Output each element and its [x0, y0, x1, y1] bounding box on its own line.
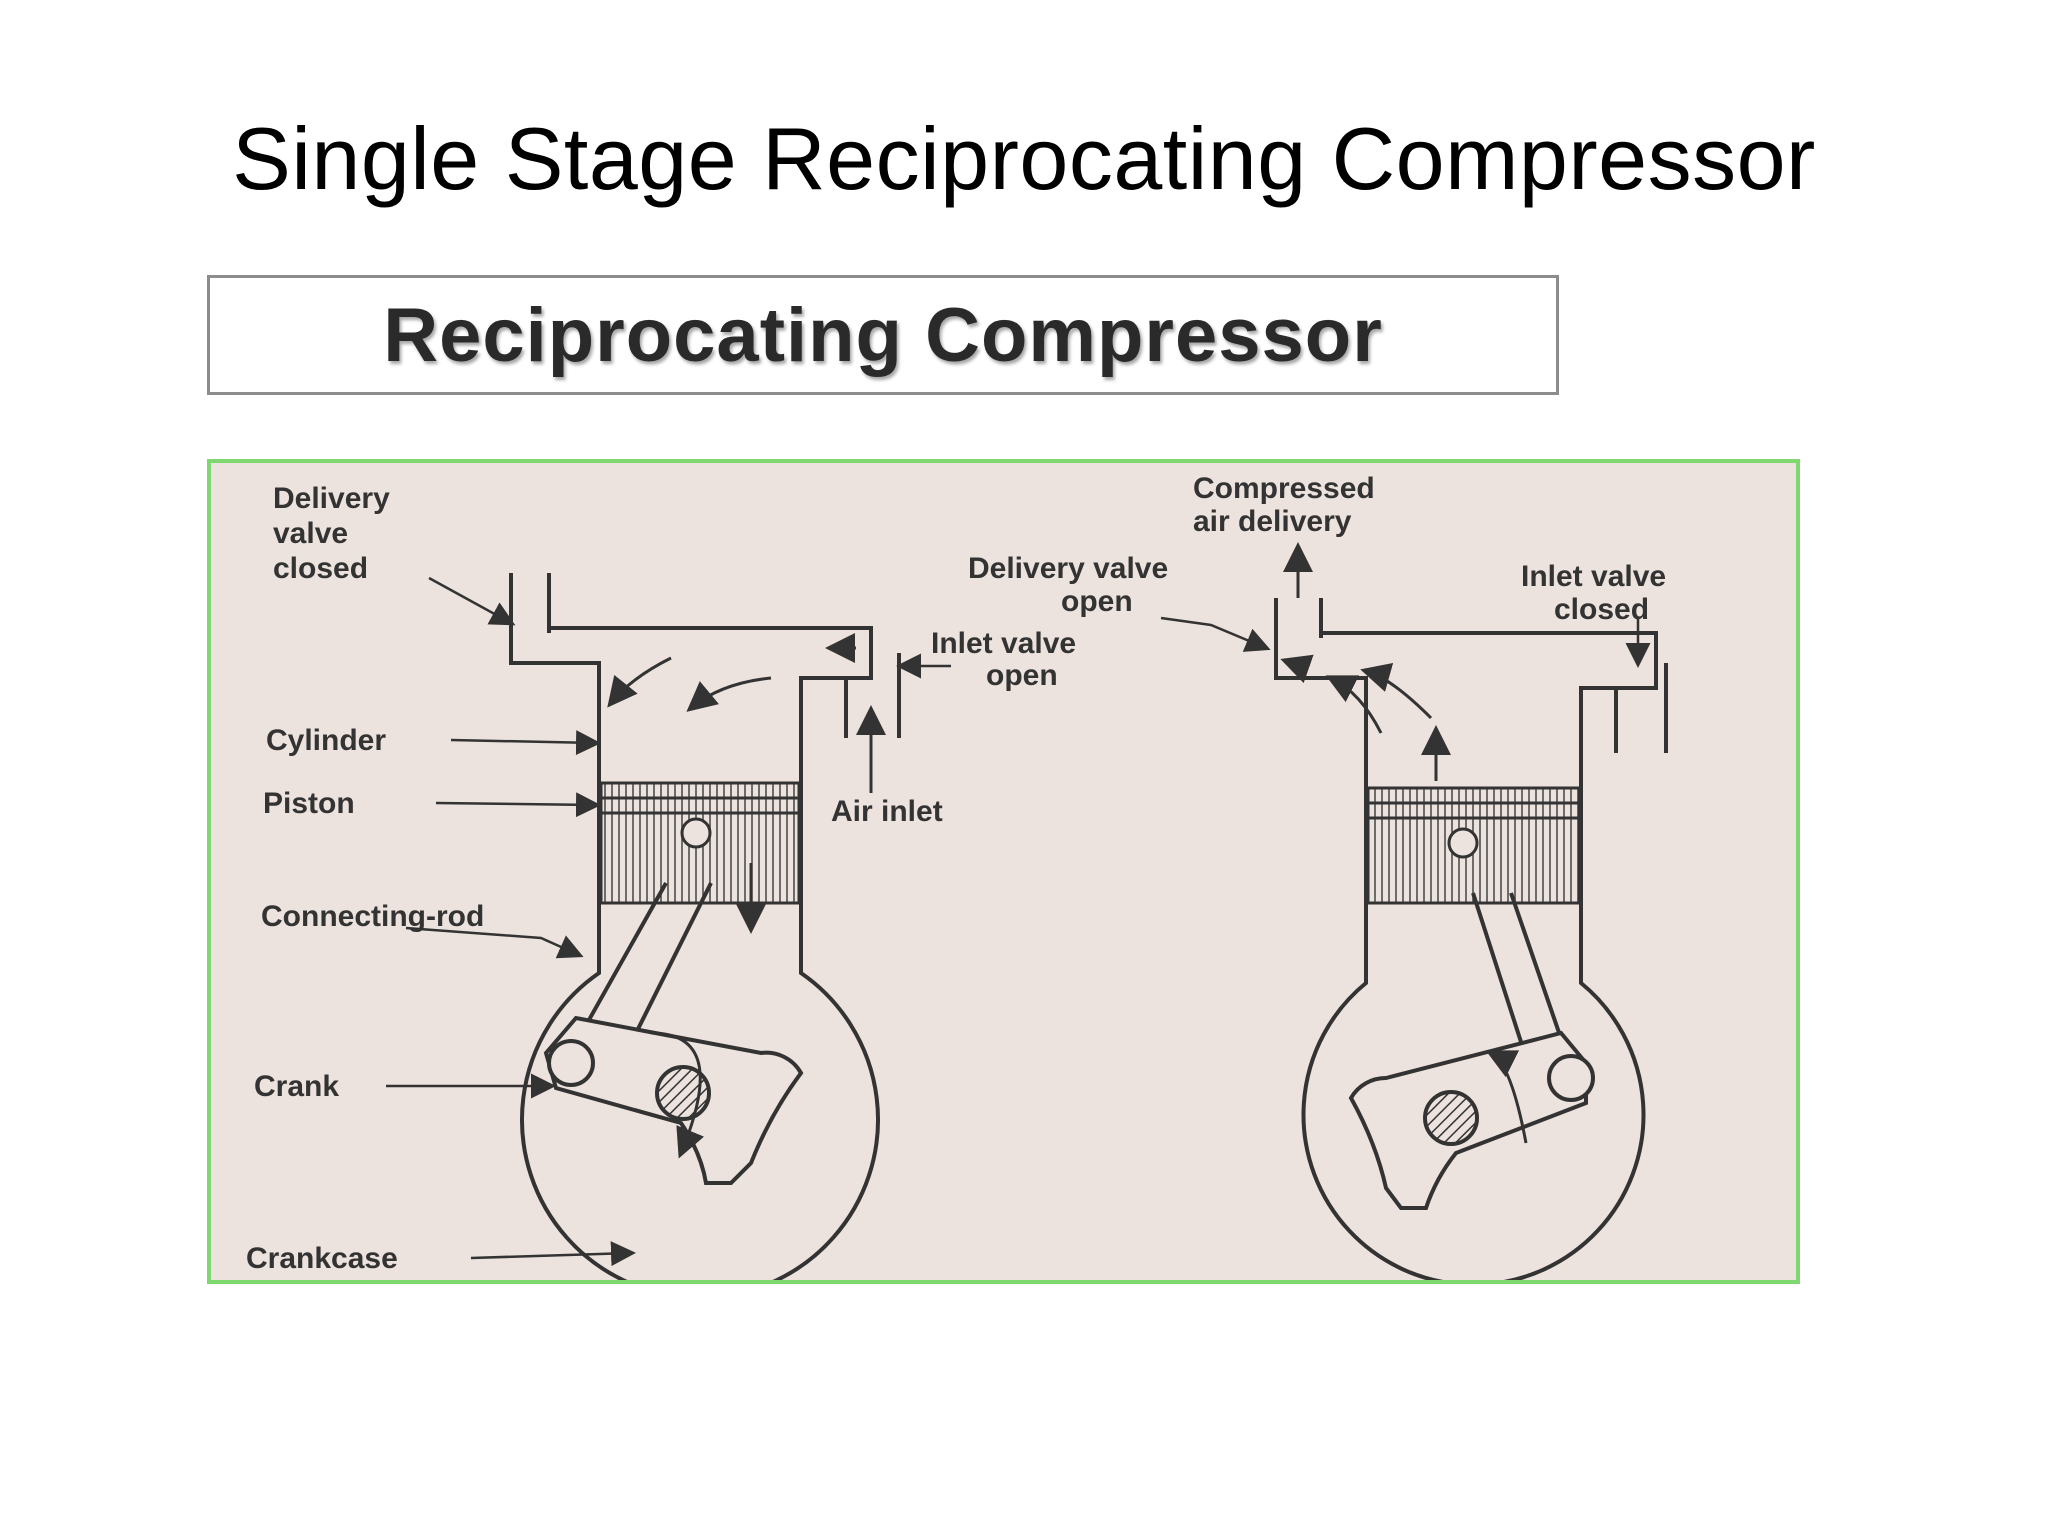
- slide-title: Single Stage Reciprocating Compressor: [232, 109, 1816, 208]
- left-crank: [543, 1015, 804, 1185]
- label-inlet-valve-open-2: open: [986, 659, 1058, 692]
- label-inlet-valve-closed-2: closed: [1554, 593, 1649, 626]
- label-crankcase: Crankcase: [246, 1242, 398, 1275]
- label-delivery-valve-closed-2: valve: [273, 517, 348, 550]
- banner-box: Reciprocating Compressor: [207, 275, 1559, 395]
- right-leader-lines: [1160, 616, 1651, 668]
- label-delivery-valve-open-2: open: [1061, 585, 1133, 618]
- label-piston: Piston: [263, 787, 355, 820]
- compressor-diagram: Delivery valve closed Cylinder Piston Co…: [207, 459, 1800, 1284]
- left-flow-arrows: [607, 633, 886, 1159]
- banner-title: Reciprocating Compressor: [383, 293, 1383, 378]
- label-connecting-rod: Connecting-rod: [261, 900, 484, 933]
- label-inlet-valve-open-1: Inlet valve: [931, 627, 1076, 660]
- compressor-diagram-svg: Delivery valve closed Cylinder Piston Co…: [246, 472, 1668, 1280]
- label-compressed-air-delivery-2: air delivery: [1193, 505, 1352, 538]
- label-delivery-valve-closed-3: closed: [273, 552, 368, 585]
- right-flow-arrows: [1280, 542, 1528, 1144]
- label-air-inlet: Air inlet: [831, 795, 943, 828]
- label-cylinder: Cylinder: [266, 724, 386, 757]
- right-crank: [1348, 1030, 1595, 1210]
- right-compressor: [1274, 598, 1668, 1280]
- left-leader-lines: [386, 576, 951, 1267]
- label-delivery-valve-open-1: Delivery valve: [968, 552, 1168, 585]
- left-piston: [599, 781, 801, 905]
- left-compressor: [509, 573, 901, 1280]
- label-inlet-valve-closed-1: Inlet valve: [1521, 560, 1666, 593]
- right-piston: [1366, 786, 1581, 905]
- label-compressed-air-delivery-1: Compressed: [1193, 472, 1375, 505]
- label-delivery-valve-closed-1: Delivery: [273, 482, 390, 515]
- label-crank: Crank: [254, 1070, 339, 1103]
